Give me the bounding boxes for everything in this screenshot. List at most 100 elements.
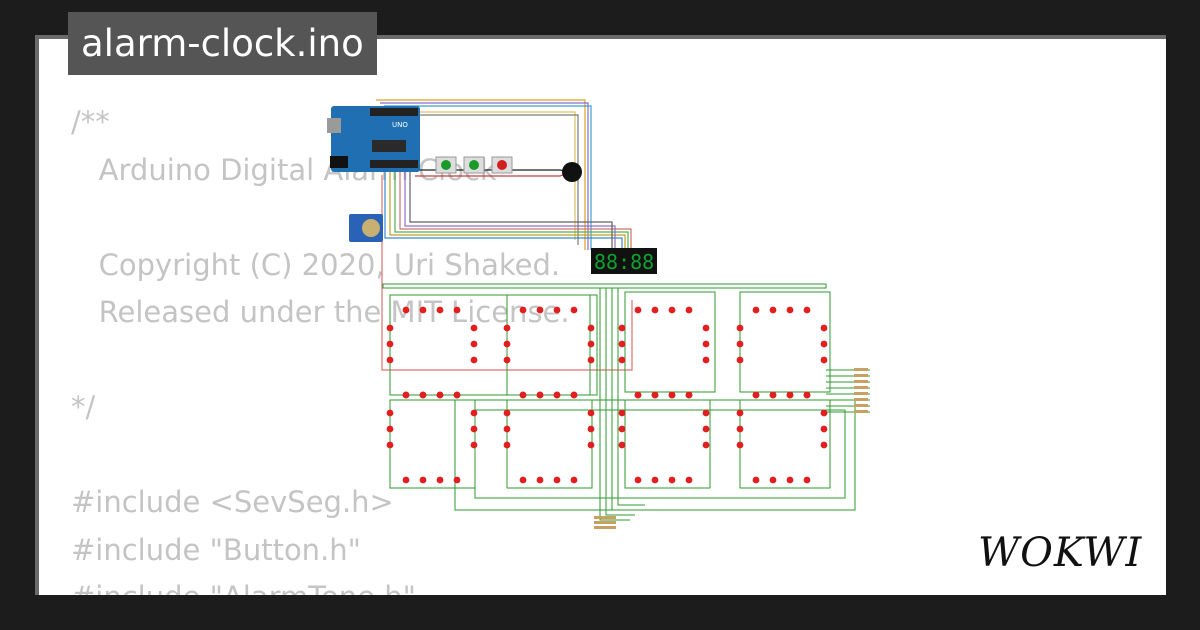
led [618,425,626,433]
signal-wires [376,99,633,371]
led [453,306,461,314]
led [752,476,760,484]
led [820,425,828,433]
led [736,425,744,433]
arduino-uno-board: UNO [327,106,420,172]
led [618,324,626,332]
led [536,476,544,484]
led [402,476,410,484]
led [587,441,595,449]
display-digits: 88:88 [594,250,654,274]
led [386,425,394,433]
led [386,340,394,348]
led [570,476,578,484]
led [436,476,444,484]
led [685,306,693,314]
led [752,391,760,399]
push-buttons [435,156,513,174]
led [503,324,511,332]
led [736,441,744,449]
led [587,425,595,433]
led [820,324,828,332]
led [453,391,461,399]
led [618,409,626,417]
led [736,324,744,332]
led [570,306,578,314]
led [820,409,828,417]
led [618,340,626,348]
led [503,340,511,348]
led [618,356,626,364]
led [470,409,478,417]
led [470,425,478,433]
led [634,306,642,314]
led [736,409,744,417]
led [769,476,777,484]
led [453,476,461,484]
led [618,441,626,449]
sketch-title: alarm-clock.ino [68,12,377,75]
led [685,391,693,399]
led [668,476,676,484]
led [587,356,595,364]
led [651,476,659,484]
led [470,340,478,348]
led [436,306,444,314]
led [634,391,642,399]
led [634,476,642,484]
wokwi-logo-text: WOKWI [978,530,1142,576]
led [386,356,394,364]
led [470,441,478,449]
rtc-module [349,214,383,242]
led [820,340,828,348]
led [519,306,527,314]
led [553,476,561,484]
led [702,356,710,364]
led [702,324,710,332]
led [736,356,744,364]
led [536,391,544,399]
buzzer [562,162,582,182]
led [503,425,511,433]
led [820,356,828,364]
resistors [594,368,868,529]
led [519,476,527,484]
led [786,306,794,314]
led [519,391,527,399]
led [702,425,710,433]
seven-segment-display: 88:88 [591,248,657,274]
wokwi-logo: WOKWI [978,530,1142,576]
led [386,409,394,417]
led [436,391,444,399]
led [503,441,511,449]
led [668,391,676,399]
led-wiring [382,283,870,521]
led [553,306,561,314]
led [786,391,794,399]
led [702,340,710,348]
led [820,441,828,449]
led [668,306,676,314]
led [402,306,410,314]
led [769,391,777,399]
led [419,391,427,399]
led [803,391,811,399]
led [587,409,595,417]
led [651,306,659,314]
board-label: UNO [392,121,408,129]
led-matrix [386,306,828,484]
led [651,391,659,399]
led [803,306,811,314]
led [386,441,394,449]
led [685,476,693,484]
led [419,476,427,484]
led [503,409,511,417]
led [470,324,478,332]
led [570,391,578,399]
led [587,324,595,332]
led [702,409,710,417]
led [587,340,595,348]
led [470,356,478,364]
led [553,391,561,399]
